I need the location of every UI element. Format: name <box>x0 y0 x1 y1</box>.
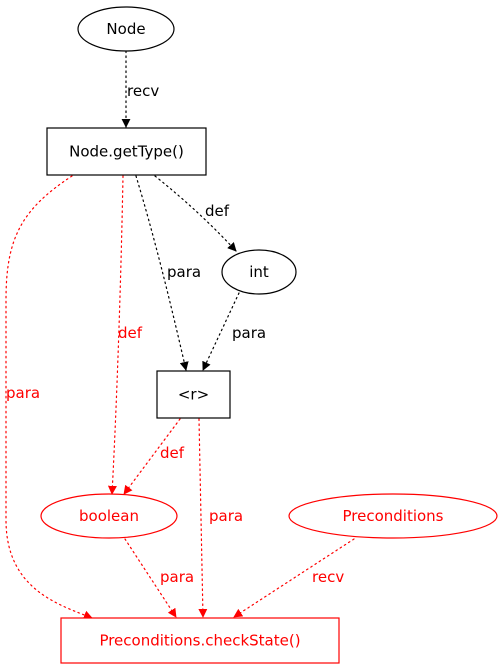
edge-label-para: para <box>232 324 266 342</box>
node-label: boolean <box>79 507 139 525</box>
edge-label-para: para <box>209 507 243 525</box>
edge-label-def: def <box>118 324 143 342</box>
edge-preconditions-checkstate <box>233 538 355 618</box>
graph-node-int[interactable]: int <box>221 249 297 295</box>
edge-gettype-r <box>135 175 189 371</box>
edge-gettype-checkstate <box>5 175 93 620</box>
edge-gettype-boolean <box>107 175 124 495</box>
edge-r-boolean <box>123 418 181 495</box>
edge-label-para: para <box>167 263 201 281</box>
edge-label-def: def <box>205 202 230 220</box>
node-label: Node <box>106 20 145 38</box>
edge-labels: recv def para para def para def para par… <box>6 82 344 586</box>
node-label: Node.getType() <box>69 143 184 161</box>
edge-label-def: def <box>160 444 185 462</box>
graph-node-checkstate[interactable]: Preconditions.checkState() <box>60 617 340 664</box>
graph-node-boolean[interactable]: boolean <box>40 493 178 539</box>
edge-boolean-checkstate <box>124 538 177 618</box>
edge-label-para: para <box>160 568 194 586</box>
node-label: int <box>249 263 269 281</box>
edges <box>5 50 355 620</box>
edge-label-recv: recv <box>312 568 344 586</box>
graph-node-gettype[interactable]: Node.getType() <box>46 127 207 176</box>
edge-int-r <box>202 292 240 371</box>
edge-label-para: para <box>6 384 40 402</box>
graph-node-node[interactable]: Node <box>77 6 175 52</box>
node-label: <r> <box>178 386 209 404</box>
graph-node-preconditions[interactable]: Preconditions <box>288 493 498 539</box>
edge-label-recv: recv <box>127 82 159 100</box>
edge-gettype-int <box>154 175 237 252</box>
node-label: Preconditions <box>342 507 443 525</box>
graph-node-r[interactable]: <r> <box>156 370 231 419</box>
node-label: Preconditions.checkState() <box>99 632 300 650</box>
edge-r-checkstate <box>198 418 208 618</box>
